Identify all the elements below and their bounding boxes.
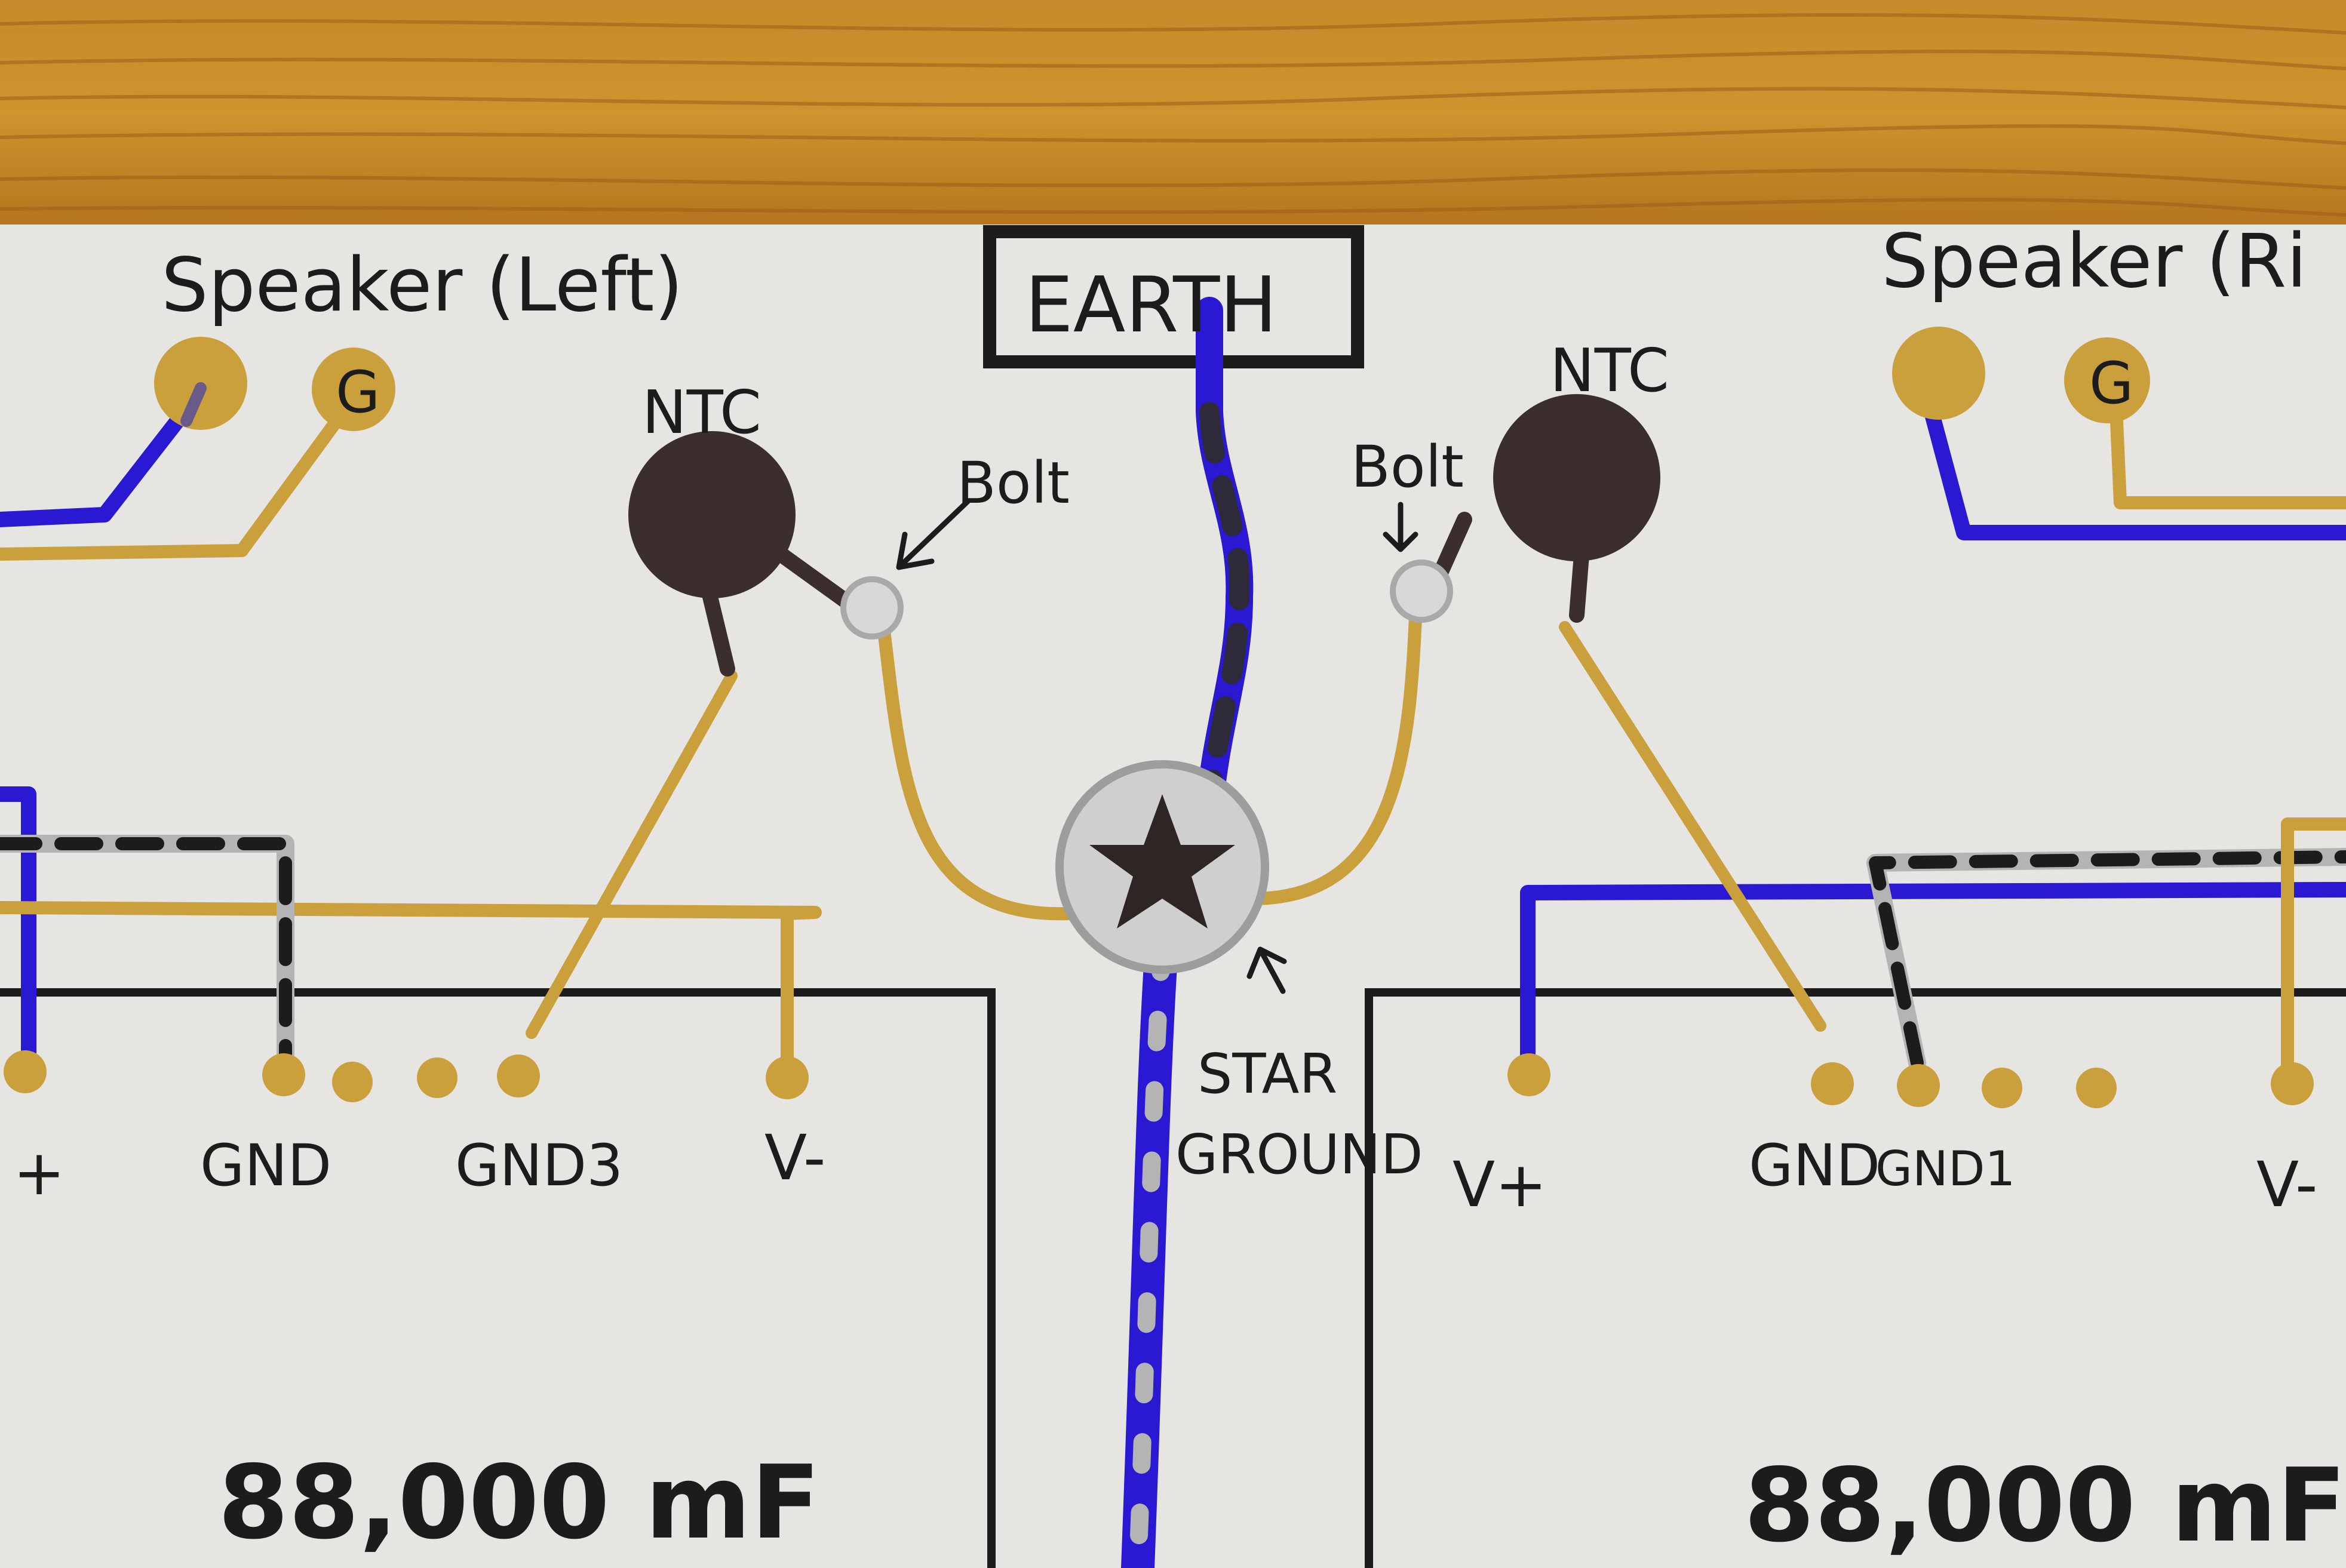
speaker-right-terminal-ground (2064, 337, 2150, 423)
speaker-left-label: Speaker (Left) (161, 242, 683, 328)
star-ground-label-line1: STAR (1197, 1042, 1337, 1106)
left-vminus-label: V- (764, 1121, 826, 1194)
bolt-left (840, 576, 904, 640)
right-gnd-label: GND (1749, 1132, 1880, 1199)
capacitor-box-left (0, 988, 996, 1568)
left-gnd3-label: GND3 (455, 1132, 623, 1199)
left-gnd-label: GND (200, 1132, 331, 1199)
ntc-right-label: NTC (1550, 336, 1669, 405)
speaker-left-signal-stub (180, 382, 207, 427)
left-board-pads (4, 1050, 809, 1102)
bolt-right-label: Bolt (1351, 433, 1464, 500)
right-gnd1-label: GND1 (1875, 1141, 2015, 1197)
capacitor-box-right (1365, 988, 2346, 1568)
bolt-right-arrow (1383, 502, 1418, 552)
right-board-pads (1507, 1053, 2314, 1108)
left-board-wires (0, 614, 1076, 1080)
star-ground-label-line2: GROUND (1175, 1123, 1423, 1186)
left-vplus-label: + (13, 1136, 65, 1209)
capacitor-left-label: 88,000 mF (218, 1444, 820, 1562)
g-right-label: G (2089, 350, 2133, 417)
wood-grain (0, 13, 2346, 217)
earth-box (983, 225, 1364, 368)
right-vminus-label: V- (2256, 1148, 2318, 1221)
speaker-left-terminal-ground (312, 348, 395, 431)
g-left-label: G (336, 359, 380, 426)
earth-wire (1196, 297, 1254, 820)
ntc-left-label: NTC (642, 377, 761, 447)
star-ground-star (1089, 794, 1235, 928)
bolt-right (1390, 559, 1453, 623)
wood-table (0, 0, 2346, 227)
bolt-left-label: Bolt (957, 450, 1070, 516)
right-board-wires (1242, 610, 2346, 1083)
mains-ground-wire (1121, 921, 1179, 1568)
speaker-right-wires (1919, 386, 2346, 540)
speaker-left-wires (0, 389, 362, 561)
star-ground-arrow (1246, 946, 1287, 994)
speaker-right-label: Speaker (Ri (1881, 219, 2307, 305)
right-vplus-label: V+ (1453, 1148, 1547, 1221)
earth-label: EARTH (1025, 261, 1278, 350)
speaker-right-terminal-signal (1892, 327, 1985, 420)
ntc-left (628, 431, 863, 677)
capacitor-right-label: 88,000 mF (1744, 1447, 2346, 1565)
ntc-right (1429, 394, 1660, 623)
bolt-left-arrow (896, 499, 971, 570)
